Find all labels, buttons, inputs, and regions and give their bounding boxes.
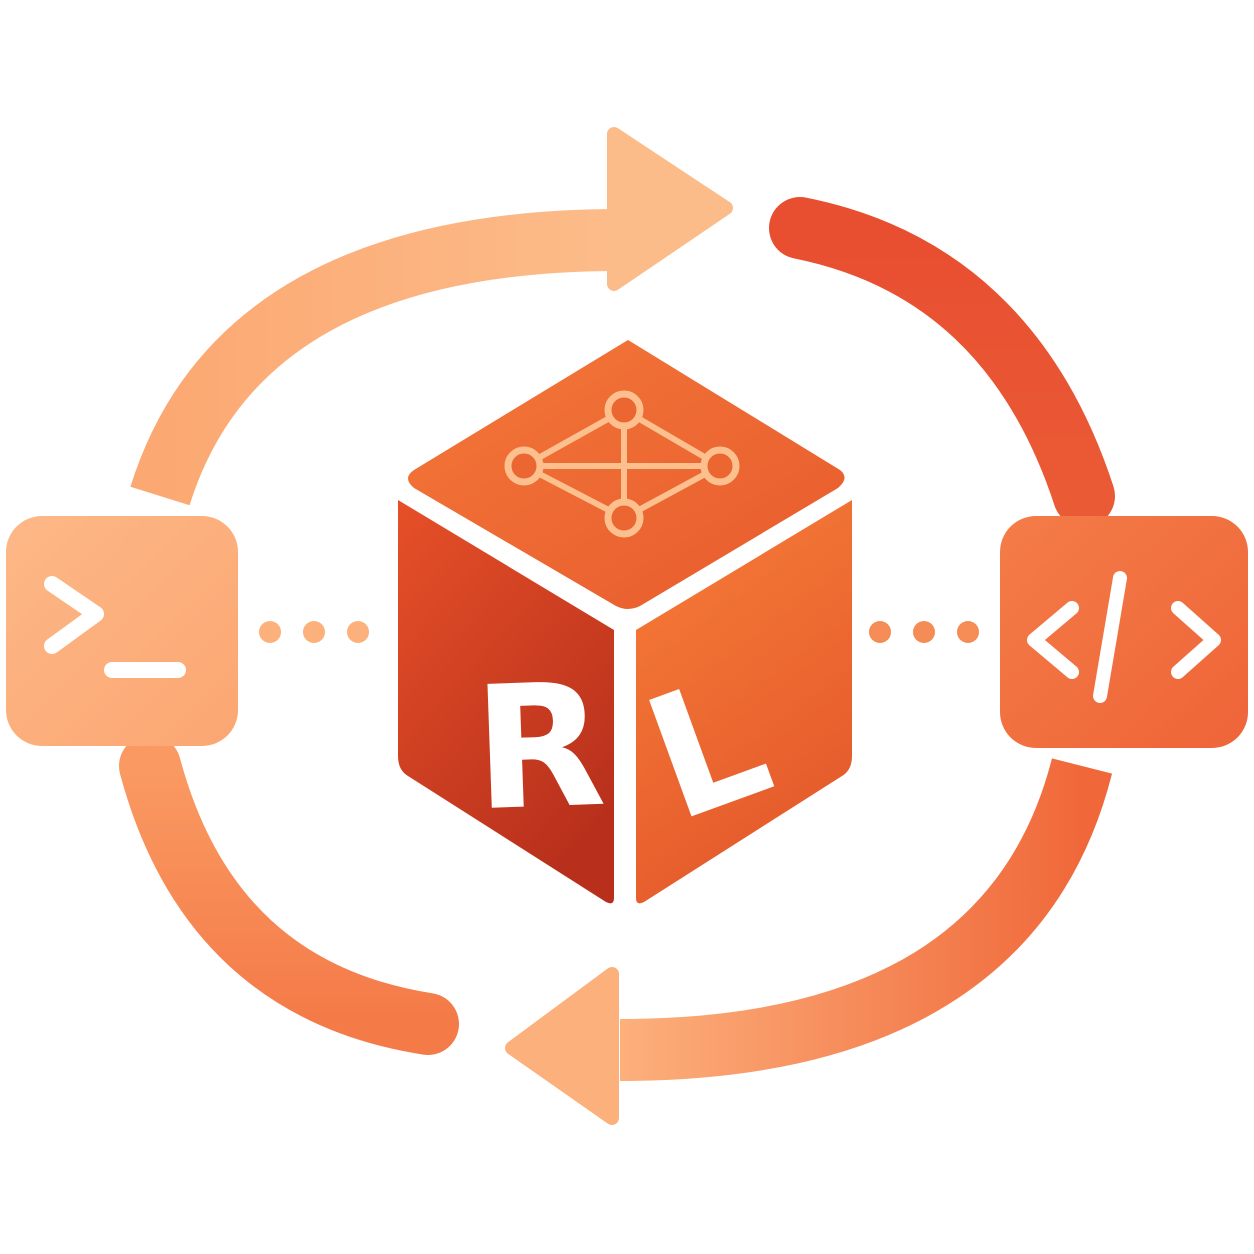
terminal-prompt-icon <box>44 576 186 678</box>
top-arc <box>130 209 621 506</box>
left-card-bg <box>6 516 238 746</box>
right-card-bg <box>1000 516 1248 748</box>
left-connector-dots <box>259 621 369 643</box>
cube-letter-r: R <box>471 647 609 849</box>
cycle-arrows-icon <box>119 127 1115 1125</box>
right-card <box>1000 516 1248 748</box>
left-arc <box>119 735 459 1055</box>
left-card <box>6 516 238 746</box>
right-connector-dots <box>869 621 979 643</box>
top-arrow-head-icon <box>607 127 733 291</box>
bottom-arrow-head-icon <box>505 967 619 1125</box>
network-graph-icon <box>504 390 740 538</box>
rl-cube: R L <box>398 340 852 904</box>
cube-left-face <box>398 500 614 904</box>
right-arc <box>769 197 1115 527</box>
cube-right-face <box>636 500 852 904</box>
code-brackets-icon <box>1027 571 1221 703</box>
bottom-arc <box>619 758 1113 1081</box>
